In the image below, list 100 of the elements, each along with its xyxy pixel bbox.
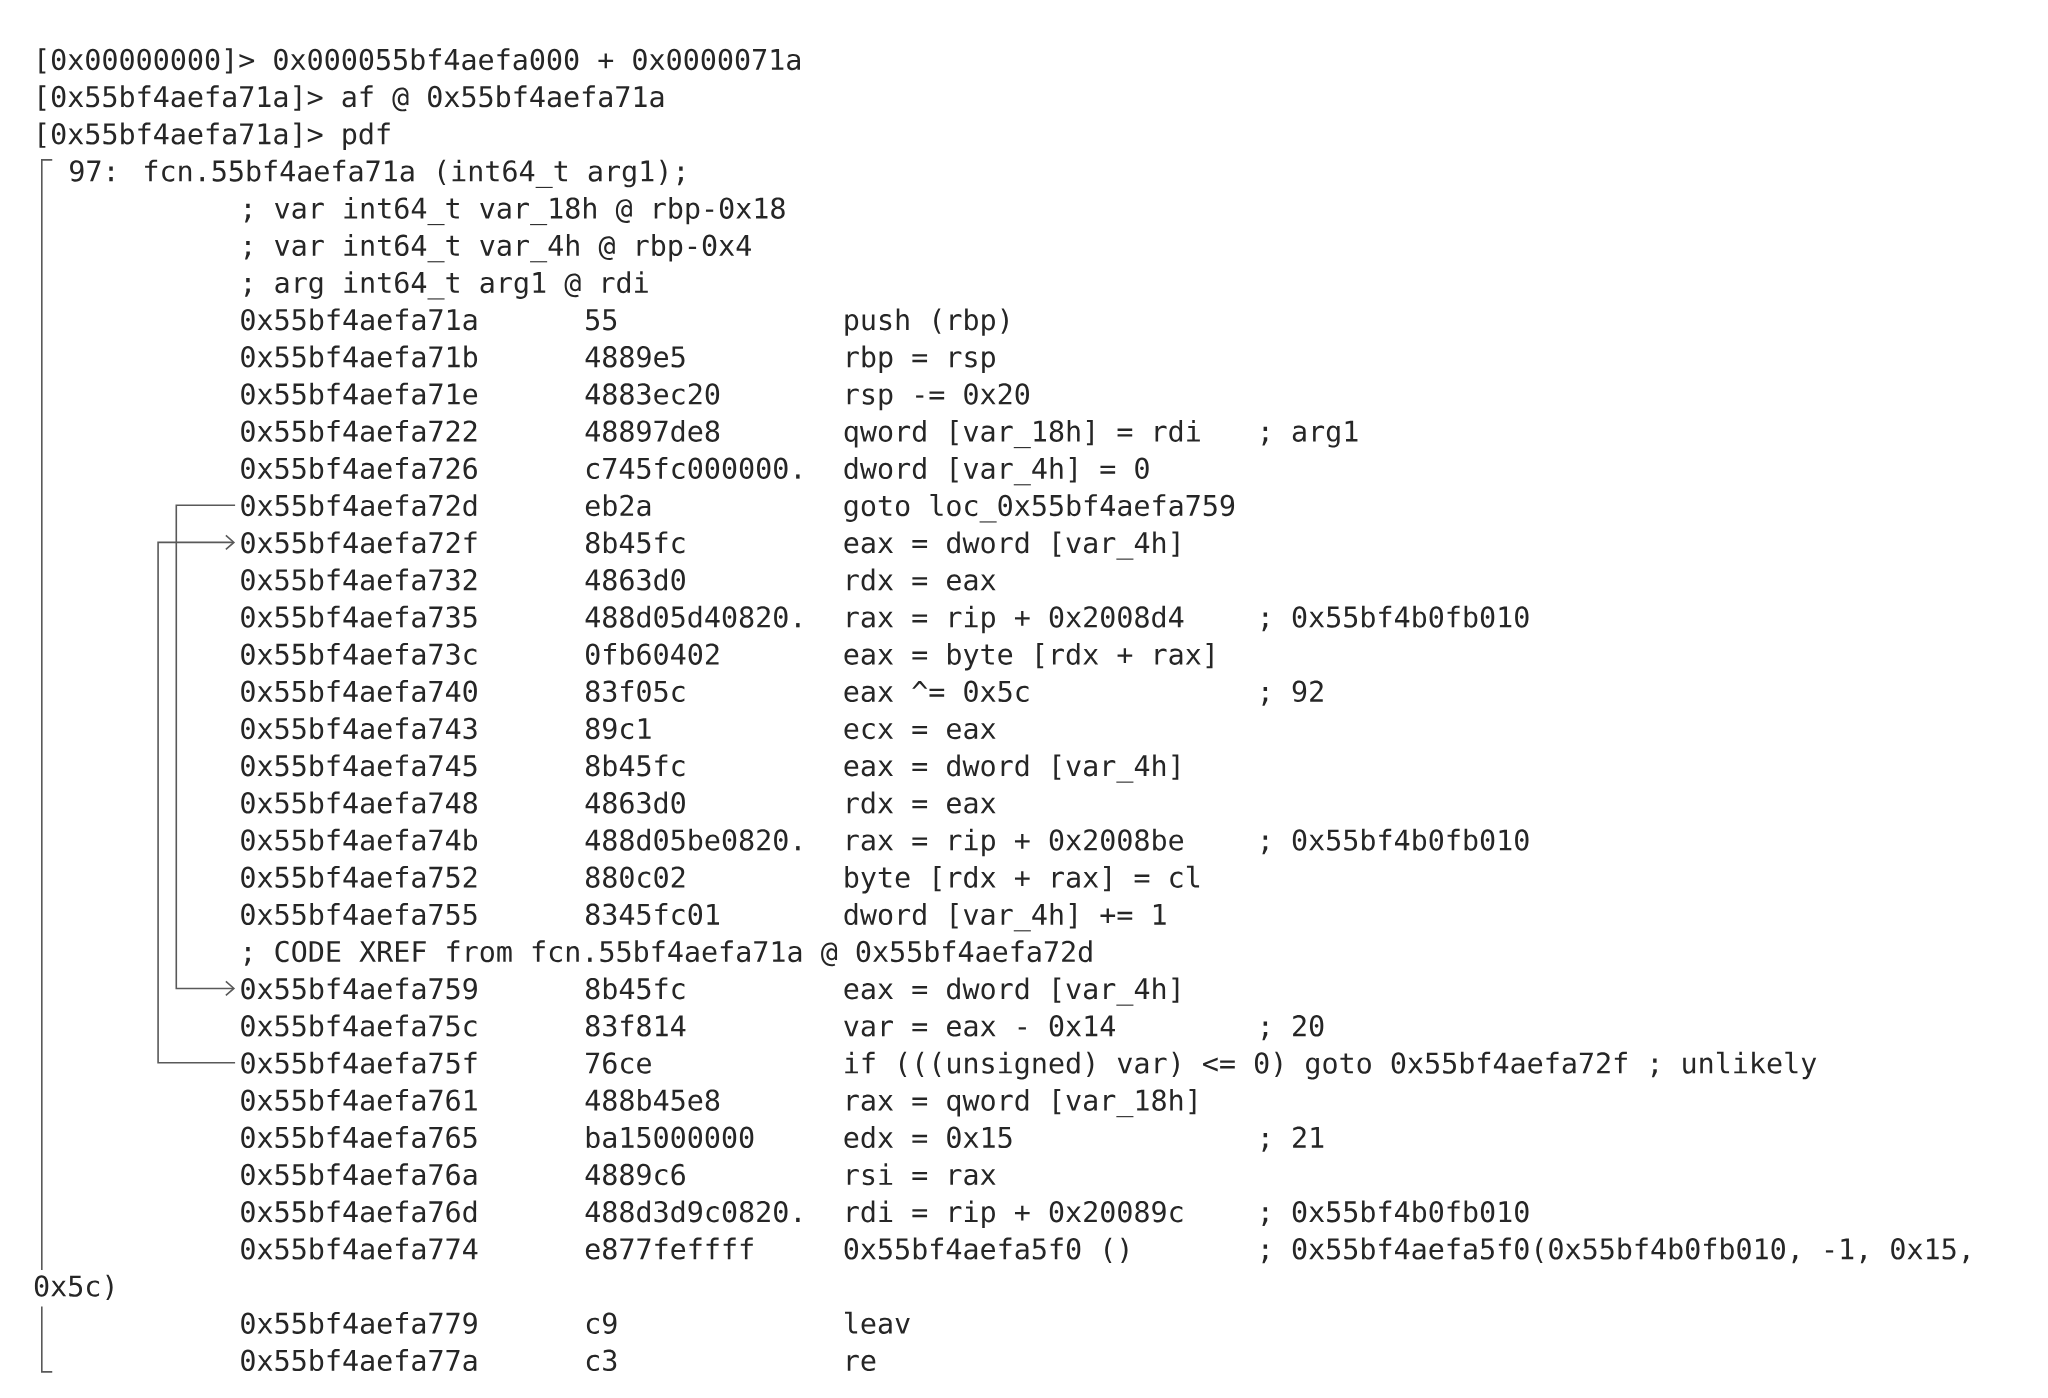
comment: ; 0x55bf4b0fb010 [1262, 828, 1529, 855]
address: 83f05c [586, 680, 685, 703]
opcode-bytes: if (((unsigned) var) <= 0) goto 0x55bf4aefa72f ; unlikely [845, 1051, 1817, 1080]
address: c745fc000000. [586, 457, 800, 480]
opcode-bytes: rbp = rsp [847, 345, 995, 374]
comment: ; arg1 [1262, 420, 1358, 448]
address: 76ce [586, 1052, 651, 1074]
address: c3 [586, 1349, 617, 1372]
comment: 0x55bf4aefa765 [241, 1126, 477, 1149]
comment: 0x55bf4aefa71a [241, 308, 477, 331]
opcode-bytes: leav [845, 1311, 910, 1334]
jump-arrow [157, 534, 236, 1064]
comment: 0x55bf4aefa779 [241, 1311, 477, 1334]
comment: 0x55bf4aefa722 [241, 419, 477, 442]
address: 488b45e8 [585, 1088, 720, 1111]
address: 89c1 [586, 717, 651, 740]
address: 0x55bf4aefa72d [241, 494, 477, 517]
address: 8b45fc [586, 531, 685, 554]
comment: ; 0x55bf4aefa5f0(0x55bf4b0fb010, -1, 0x15, [1262, 1237, 1969, 1264]
opcode-bytes: push (rbp) [845, 308, 1008, 336]
comment: ; CODE XREF from fcn.55bf4aefa71a @ 0x55bf4aefa72d [245, 940, 1092, 967]
comment: 0x55bf4aefa745 [241, 754, 477, 777]
address: 4863d0 [585, 791, 685, 814]
comment: 0x55bf4aefa755 [241, 903, 477, 926]
opcode-bytes: rax = qword [var_18h] [847, 1088, 1196, 1118]
comment: 0x55bf4aefa774 [241, 1237, 478, 1260]
comment: ; 0x55bf4b0fb010 [1262, 605, 1529, 632]
address: 880c02 [586, 866, 685, 888]
address: 0fb60402 [586, 642, 719, 665]
address: 55 [586, 309, 617, 331]
opcode-bytes: rdi = rip + 0x20089c [847, 1200, 1183, 1228]
opcode-bytes: 0x55bf4aefa5f0 () [844, 1237, 1128, 1263]
opcode-bytes: dword [var_4h] += 1 [844, 903, 1166, 932]
comment: 0x55bf4aefa761 [241, 1088, 477, 1111]
comment: 0x55bf4aefa76d [241, 1200, 477, 1223]
comment: 0x55bf4aefa73c [241, 642, 477, 665]
opcode-bytes: byte [rdx + rax] = cl [845, 865, 1200, 894]
address: 48897de8 [585, 419, 720, 442]
comment: ; arg int64_t arg1 @ rdi [245, 271, 648, 300]
comment: ; 21 [1262, 1126, 1324, 1152]
comment: 0x55bf4aefa740 [241, 680, 477, 703]
comment: 0x55bf4aefa748 [241, 791, 477, 814]
comment: 0x55bf4aefa752 [241, 865, 477, 888]
comment: ; var int64_t var_18h @ rbp-0x18 [245, 196, 785, 226]
comment: 0x55bf4aefa743 [241, 717, 477, 740]
opcode-bytes: var = eax - 0x14 [844, 1015, 1115, 1037]
comment: ; 20 [1262, 1015, 1324, 1041]
comment: ; var int64_t var_4h @ rbp-0x4 [245, 234, 751, 263]
address: 0x55bf4aefa759 [241, 977, 477, 1000]
opcode-bytes: re [847, 1354, 876, 1372]
comment: 0x55bf4aefa71e [241, 382, 478, 405]
address: 488d3d9c0820. [585, 1200, 800, 1223]
opcode-bytes: eax = dword [var_4h] [844, 754, 1179, 783]
opcode-bytes: eax ^= 0x5c [844, 680, 1029, 703]
function-header: 97: fcn.55bf4aefa71a (int64_t arg1); [70, 159, 683, 188]
opcode-bytes: rsp -= 0x20 [847, 383, 1029, 411]
comment: 0x55bf4aefa77a [241, 1349, 477, 1372]
address: c9 [586, 1312, 617, 1334]
opcode-bytes: ecx = eax [844, 722, 996, 740]
opcode-bytes: eax = byte [rdx + rax] [844, 642, 1213, 671]
address: ba15000000 [586, 1126, 754, 1149]
address: 8345fc01 [586, 903, 719, 926]
address: 488d05d40820. [585, 605, 800, 628]
opcode-bytes: rsi = rax [847, 1163, 996, 1186]
address: 0x55bf4aefa75f [241, 1051, 477, 1074]
comment: ; 92 [1262, 680, 1323, 706]
opcode-bytes: rdx = eax [847, 568, 996, 591]
address: 4889e5 [585, 346, 685, 368]
opcode-bytes: rdx = eax [847, 791, 996, 814]
address: 83f814 [586, 1014, 686, 1037]
address: e877feffff [585, 1237, 753, 1260]
opcode-bytes: qword [var_18h] = rdi [844, 419, 1200, 449]
address: 4883ec20 [585, 383, 720, 405]
jump-arrow [175, 504, 236, 997]
prompt-line: [0x55bf4aefa71a]> af @ 0x55bf4aefa71a [39, 85, 664, 112]
opcode-bytes: goto loc_0x55bf4aefa759 [844, 494, 1235, 523]
comment: 0x55bf4aefa75c [241, 1014, 477, 1037]
opcode-bytes: eax = dword [var_4h] [844, 531, 1179, 560]
comment: 0x55bf4aefa74b [241, 828, 478, 851]
comment: 0x55bf4aefa76a [241, 1163, 477, 1186]
opcode-bytes: rax = rip + 0x2008d4 [847, 605, 1184, 634]
prompt-line: [0x00000000]> 0x000055bf4aefa000 + 0x0000071a [39, 48, 800, 74]
address: 0x55bf4aefa72f [241, 531, 477, 554]
address: 8b45fc [586, 977, 685, 1000]
opcode-bytes: rax = rip + 0x2008be [847, 828, 1184, 857]
comment: ; 0x55bf4b0fb010 [1262, 1200, 1529, 1226]
address: eb2a [585, 494, 651, 517]
opcode-bytes: edx = 0x15 [844, 1126, 1012, 1149]
address: 488d05be0820. [585, 828, 800, 851]
address: 8b45fc [586, 754, 685, 777]
comment: 0x55bf4aefa735 [241, 605, 477, 628]
prompt-line: 0x5c) [34, 1274, 113, 1301]
address: 4889c6 [585, 1163, 685, 1186]
opcode-bytes: dword [var_4h] = 0 [844, 457, 1149, 486]
comment: 0x55bf4aefa71b [241, 345, 478, 368]
comment: 0x55bf4aefa726 [241, 457, 477, 480]
comment: 0x55bf4aefa732 [241, 568, 477, 591]
opcode-bytes: eax = dword [var_4h] [844, 977, 1179, 1006]
prompt-line: [0x55bf4aefa71a]> pdf [39, 122, 390, 150]
address: 4863d0 [585, 568, 685, 591]
